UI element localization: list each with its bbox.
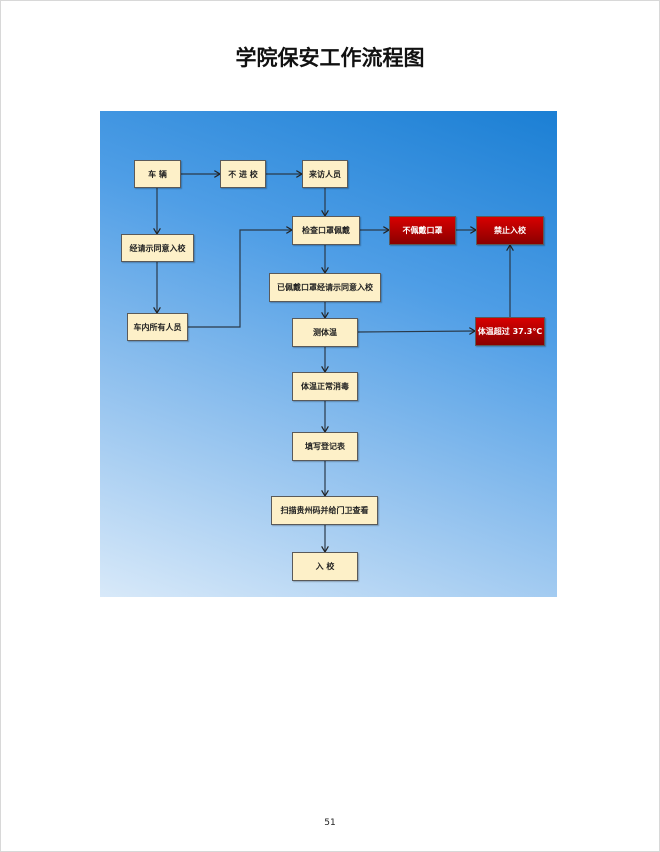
page-number: 51 (324, 818, 336, 828)
box-visitors: 来访人员 (302, 160, 348, 188)
box-approved-entry: 经请示同意入校 (121, 234, 194, 262)
box-temp-normal: 体温正常消毒 (292, 372, 358, 401)
box-no-entry: 不 进 校 (220, 160, 266, 188)
box-masked-approved: 已佩戴口罩经请示同意入校 (269, 273, 381, 302)
arrow (357, 331, 475, 332)
box-vehicle: 车 辆 (134, 160, 181, 188)
box-enter: 入 校 (292, 552, 358, 581)
page-title: 学院保安工作流程图 (235, 45, 425, 70)
box-check-mask: 检查口罩佩戴 (292, 216, 360, 245)
box-no-mask: 不佩戴口罩 (389, 216, 456, 245)
box-register: 填写登记表 (292, 432, 358, 461)
box-temp-over: 体温超过 37.3°C (475, 317, 545, 346)
box-scan-code: 扫描贵州码并给门卫查看 (271, 496, 378, 525)
box-forbidden: 禁止入校 (476, 216, 544, 245)
box-measure-temp: 测体温 (292, 318, 358, 347)
arrow (188, 230, 292, 328)
box-all-in-vehicle: 车内所有人员 (127, 313, 188, 341)
